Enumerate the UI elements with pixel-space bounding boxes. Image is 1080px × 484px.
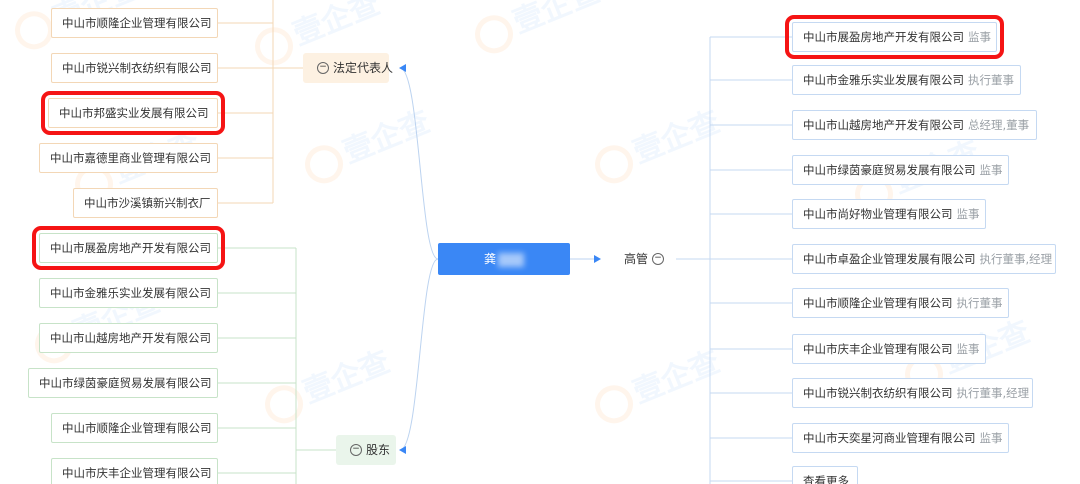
role-label: 执行董事,经理 bbox=[956, 386, 1030, 400]
company-name: 中山市顺隆企业管理有限公司 bbox=[803, 296, 953, 310]
company-name: 中山市尚好物业管理有限公司 bbox=[803, 207, 953, 221]
company-name: 中山市山越房地产开发有限公司 bbox=[803, 118, 964, 132]
role-label: 监事 bbox=[979, 163, 1003, 177]
role-label: 监事 bbox=[956, 207, 980, 221]
center-person-node[interactable]: 龚 bbox=[438, 243, 570, 275]
watermark: 壹企查 bbox=[256, 337, 395, 429]
executive-company[interactable]: 中山市金雅乐实业发展有限公司执行董事 bbox=[792, 65, 1021, 95]
executive-company[interactable]: 中山市绿茵豪庭贸易发展有限公司监事 bbox=[792, 155, 1009, 185]
executive-company[interactable]: 中山市卓盈企业管理发展有限公司执行董事,经理 bbox=[792, 244, 1056, 274]
company-name: 中山市锐兴制衣纺织有限公司 bbox=[803, 386, 953, 400]
role-label: 总经理,董事 bbox=[968, 118, 1030, 132]
shareholder-company[interactable]: 中山市庆丰企业管理有限公司 bbox=[51, 458, 218, 484]
legal-rep-company[interactable]: 中山市嘉德里商业管理有限公司 bbox=[39, 143, 218, 173]
executive-company[interactable]: 中山市天奕星河商业管理有限公司监事 bbox=[792, 423, 1009, 453]
collapse-icon[interactable]: − bbox=[652, 252, 665, 265]
shareholder-company[interactable]: 中山市绿茵豪庭贸易发展有限公司 bbox=[28, 368, 218, 398]
company-name: 中山市卓盈企业管理发展有限公司 bbox=[803, 252, 976, 266]
legal-rep-company[interactable]: 中山市锐兴制衣纺织有限公司 bbox=[51, 53, 218, 83]
watermark: 壹企查 bbox=[586, 337, 725, 429]
redacted-name bbox=[498, 252, 524, 267]
shareholder-company[interactable]: 中山市顺隆企业管理有限公司 bbox=[51, 413, 218, 443]
company-name: 中山市绿茵豪庭贸易发展有限公司 bbox=[803, 163, 976, 177]
company-name: 中山市天奕星河商业管理有限公司 bbox=[803, 431, 976, 445]
role-label: 监事 bbox=[956, 342, 980, 356]
legal-rep-company[interactable]: 中山市沙溪镇新兴制衣厂 bbox=[73, 188, 218, 218]
role-label: 执行董事,经理 bbox=[979, 252, 1053, 266]
arrow-right-icon bbox=[594, 255, 601, 263]
collapse-icon[interactable]: − bbox=[317, 61, 329, 74]
shareholders-category[interactable]: −股东 bbox=[336, 435, 396, 465]
role-label: 监事 bbox=[979, 431, 1003, 445]
legal-rep-category[interactable]: −法定代表人 bbox=[303, 53, 393, 83]
arrow-left-icon bbox=[399, 446, 406, 454]
watermark: 壹企查 bbox=[466, 0, 605, 59]
watermark: 壹企查 bbox=[296, 97, 435, 189]
company-name: 中山市庆丰企业管理有限公司 bbox=[803, 342, 953, 356]
person-name: 龚 bbox=[483, 252, 496, 266]
role-label: 执行董事 bbox=[968, 73, 1014, 87]
view-more-label: 查看更多 bbox=[803, 474, 849, 484]
executive-company-highlighted[interactable]: 中山市展盈房地产开发有限公司监事 bbox=[785, 15, 1004, 59]
company-name: 中山市金雅乐实业发展有限公司 bbox=[803, 73, 964, 87]
role-label: 执行董事 bbox=[956, 296, 1003, 310]
executive-company[interactable]: 中山市顺隆企业管理有限公司执行董事 bbox=[792, 288, 1009, 318]
executive-company[interactable]: 中山市尚好物业管理有限公司监事 bbox=[792, 199, 986, 229]
executive-company[interactable]: 中山市庆丰企业管理有限公司监事 bbox=[792, 334, 986, 364]
view-more-button[interactable]: 查看更多 bbox=[792, 466, 858, 484]
executives-category[interactable]: 高管− bbox=[618, 244, 676, 274]
executives-label: 高管 bbox=[624, 252, 649, 266]
collapse-icon[interactable]: − bbox=[350, 443, 362, 456]
legal-rep-label: 法定代表人 bbox=[333, 61, 394, 75]
executive-company[interactable]: 中山市锐兴制衣纺织有限公司执行董事,经理 bbox=[792, 378, 1033, 408]
legal-rep-company-highlighted[interactable]: 中山市邦盛实业发展有限公司 bbox=[41, 91, 225, 135]
watermark: 壹企查 bbox=[586, 97, 725, 189]
legal-rep-company[interactable]: 中山市顺隆企业管理有限公司 bbox=[51, 8, 218, 38]
executive-company[interactable]: 中山市山越房地产开发有限公司总经理,董事 bbox=[792, 110, 1037, 140]
shareholders-label: 股东 bbox=[366, 443, 391, 457]
company-name: 中山市展盈房地产开发有限公司 bbox=[803, 30, 964, 44]
shareholder-company-highlighted[interactable]: 中山市展盈房地产开发有限公司 bbox=[32, 226, 225, 270]
role-label: 监事 bbox=[968, 30, 991, 44]
arrow-left-icon bbox=[399, 64, 406, 72]
shareholder-company[interactable]: 中山市金雅乐实业发展有限公司 bbox=[39, 278, 218, 308]
shareholder-company[interactable]: 中山市山越房地产开发有限公司 bbox=[39, 323, 218, 353]
